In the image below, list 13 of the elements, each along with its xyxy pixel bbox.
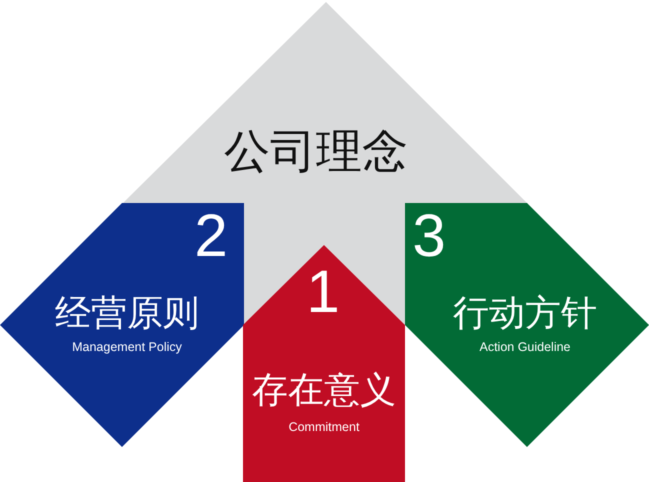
heading: 公司理念 (224, 129, 408, 175)
panel-title: 存在意义 (252, 372, 396, 408)
step-number: 3 (412, 206, 446, 266)
panel-subtitle: Action Guideline (479, 340, 571, 354)
panel-subtitle: Management Policy (72, 340, 182, 354)
house-panel (243, 245, 405, 482)
pentagon-panel (405, 203, 649, 447)
panel-title: 经营原则 (55, 295, 199, 331)
step-number: 1 (306, 262, 340, 322)
step-number: 2 (194, 206, 228, 266)
panel-title: 行动方针 (453, 295, 597, 331)
pentagon-panel (0, 203, 244, 447)
panel-subtitle: Commitment (288, 420, 360, 434)
